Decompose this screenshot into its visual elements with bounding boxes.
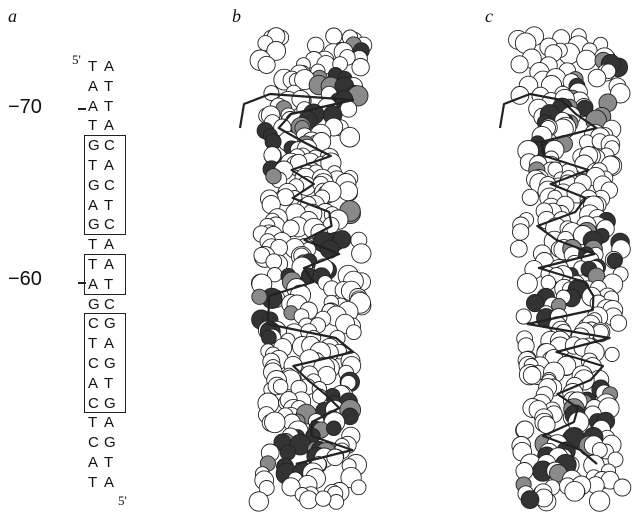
atom-sphere <box>352 244 371 263</box>
atom-sphere <box>523 367 541 385</box>
atom-sphere <box>262 330 277 345</box>
atom-sphere <box>516 421 534 439</box>
atom-sphere <box>517 273 537 293</box>
atom-sphere <box>266 169 281 184</box>
base-right: T <box>104 454 113 471</box>
base-left: T <box>88 414 97 431</box>
base-left: T <box>88 58 97 75</box>
atom-sphere <box>265 412 286 433</box>
atom-sphere <box>512 224 528 240</box>
atom-sphere <box>249 492 268 511</box>
atom-sphere <box>607 253 622 268</box>
atom-sphere <box>511 56 528 73</box>
position-minus-70-tick <box>78 108 86 110</box>
base-right: A <box>104 236 114 253</box>
atom-sphere <box>577 50 596 69</box>
atom-sphere <box>588 69 606 87</box>
atom-sphere <box>266 254 282 270</box>
base-right: A <box>104 117 114 134</box>
base-right: A <box>104 474 114 491</box>
five-prime-top-label: 5' <box>72 52 81 68</box>
boxed-sequence-region <box>84 135 126 235</box>
five-prime-bottom-label: 5' <box>118 493 127 509</box>
base-left: T <box>88 236 97 253</box>
boxed-sequence-region <box>84 254 126 295</box>
atom-sphere <box>327 449 344 466</box>
atom-sphere <box>252 289 267 304</box>
dna-space-filling-model-b <box>210 0 410 515</box>
atom-sphere <box>308 37 324 53</box>
atom-sphere <box>316 491 331 506</box>
base-right: C <box>104 296 115 313</box>
atom-sphere <box>565 481 585 501</box>
base-right: T <box>104 78 113 95</box>
boxed-sequence-region <box>84 313 126 413</box>
position-minus-60-label: −60 <box>8 268 42 291</box>
atom-sphere <box>352 58 369 75</box>
atom-sphere <box>614 479 631 496</box>
atom-sphere <box>510 240 527 257</box>
base-right: A <box>104 58 114 75</box>
atom-sphere <box>351 480 366 495</box>
base-pair-row: AT <box>88 98 128 113</box>
base-right: T <box>104 98 113 115</box>
atom-sphere <box>521 491 539 509</box>
atom-sphere <box>313 389 327 403</box>
atom-sphere <box>340 127 360 147</box>
atom-sphere <box>589 491 609 511</box>
base-left: G <box>88 296 100 313</box>
atom-sphere <box>522 189 538 205</box>
atom-sphere <box>605 347 619 361</box>
atom-sphere <box>327 421 342 436</box>
base-left: A <box>88 98 98 115</box>
position-minus-70-label: −70 <box>8 96 42 119</box>
atom-sphere <box>280 445 295 460</box>
atom-sphere <box>541 275 555 289</box>
base-left: A <box>88 454 98 471</box>
base-right: G <box>104 434 116 451</box>
base-right: A <box>104 414 114 431</box>
atom-sphere <box>346 325 361 340</box>
atom-sphere <box>610 315 626 331</box>
panel-a-label: a <box>8 6 17 27</box>
base-left: T <box>88 474 97 491</box>
atom-sphere <box>300 491 318 509</box>
base-left: A <box>88 78 98 95</box>
base-left: T <box>88 117 97 134</box>
base-left: C <box>88 434 99 451</box>
atom-sphere <box>326 28 342 44</box>
atom-sphere <box>516 309 531 324</box>
atom-sphere <box>258 56 275 73</box>
dna-space-filling-model-c <box>470 0 640 515</box>
